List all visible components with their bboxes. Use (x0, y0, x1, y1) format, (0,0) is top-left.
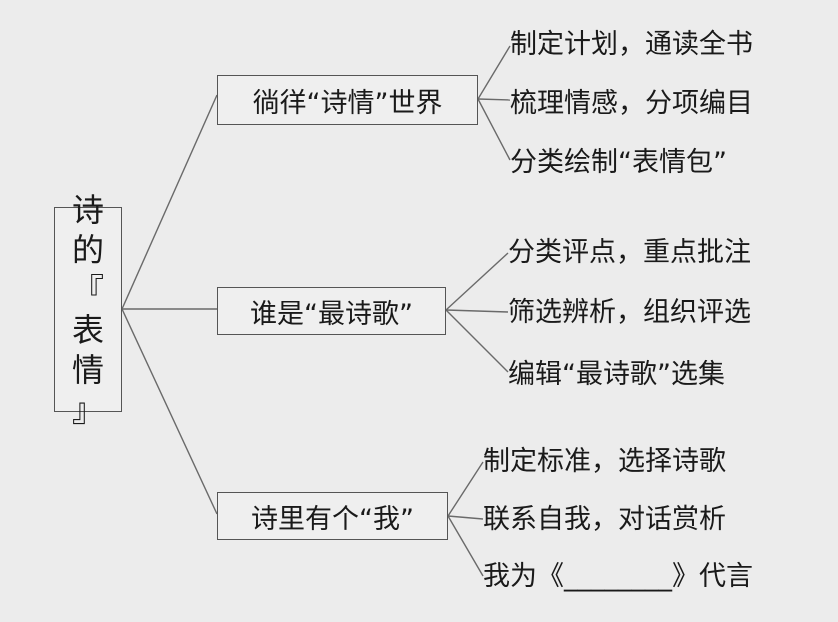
branch-1-leaf-3: 分类绘制“表情包” (510, 147, 727, 178)
branch-1-leaf-2: 梳理情感，分项编目 (510, 88, 753, 119)
branch-3-leaf-3: 我为《________》代言 (483, 561, 753, 592)
branch-2-leaf-3: 编辑“最诗歌”选集 (508, 359, 725, 390)
root-char-3: 『 (71, 270, 104, 309)
branch-3-leaf-2: 联系自我，对话赏析 (483, 504, 726, 535)
root-char-2: 的 (71, 230, 104, 269)
connector-b1-leaf-2 (477, 98, 511, 101)
branch-node-3: 诗里有个“我” (217, 492, 448, 540)
connector-b3-leaf-1 (447, 461, 484, 517)
connector-b2-leaf-1 (445, 252, 509, 311)
connector-b1-leaf-1 (477, 45, 511, 100)
root-char-1: 诗 (71, 190, 104, 229)
connector-root-branch-1 (121, 94, 218, 310)
branch-node-2: 谁是“最诗歌” (217, 287, 446, 335)
connector-b2-leaf-3 (445, 309, 509, 373)
connector-b1-leaf-3 (477, 98, 511, 161)
branch-node-1: 徜徉“诗情”世界 (217, 75, 478, 125)
connector-b3-leaf-2 (447, 515, 484, 520)
branch-3-leaf-1: 制定标准，选择诗歌 (483, 446, 726, 477)
branch-1-leaf-1: 制定计划，通读全书 (510, 29, 753, 60)
root-node: 诗 的 『 表 情 』 (54, 191, 122, 429)
root-char-5: 情 (71, 350, 104, 389)
connector-root-branch-3 (121, 308, 218, 515)
connector-b2-leaf-2 (445, 309, 509, 313)
root-char-4: 表 (71, 310, 104, 349)
root-char-6: 』 (71, 390, 104, 429)
branch-2-leaf-1: 分类评点，重点批注 (508, 237, 751, 268)
connector-b3-leaf-3 (447, 515, 484, 577)
branch-2-leaf-2: 筛选辨析，组织评选 (508, 297, 751, 328)
